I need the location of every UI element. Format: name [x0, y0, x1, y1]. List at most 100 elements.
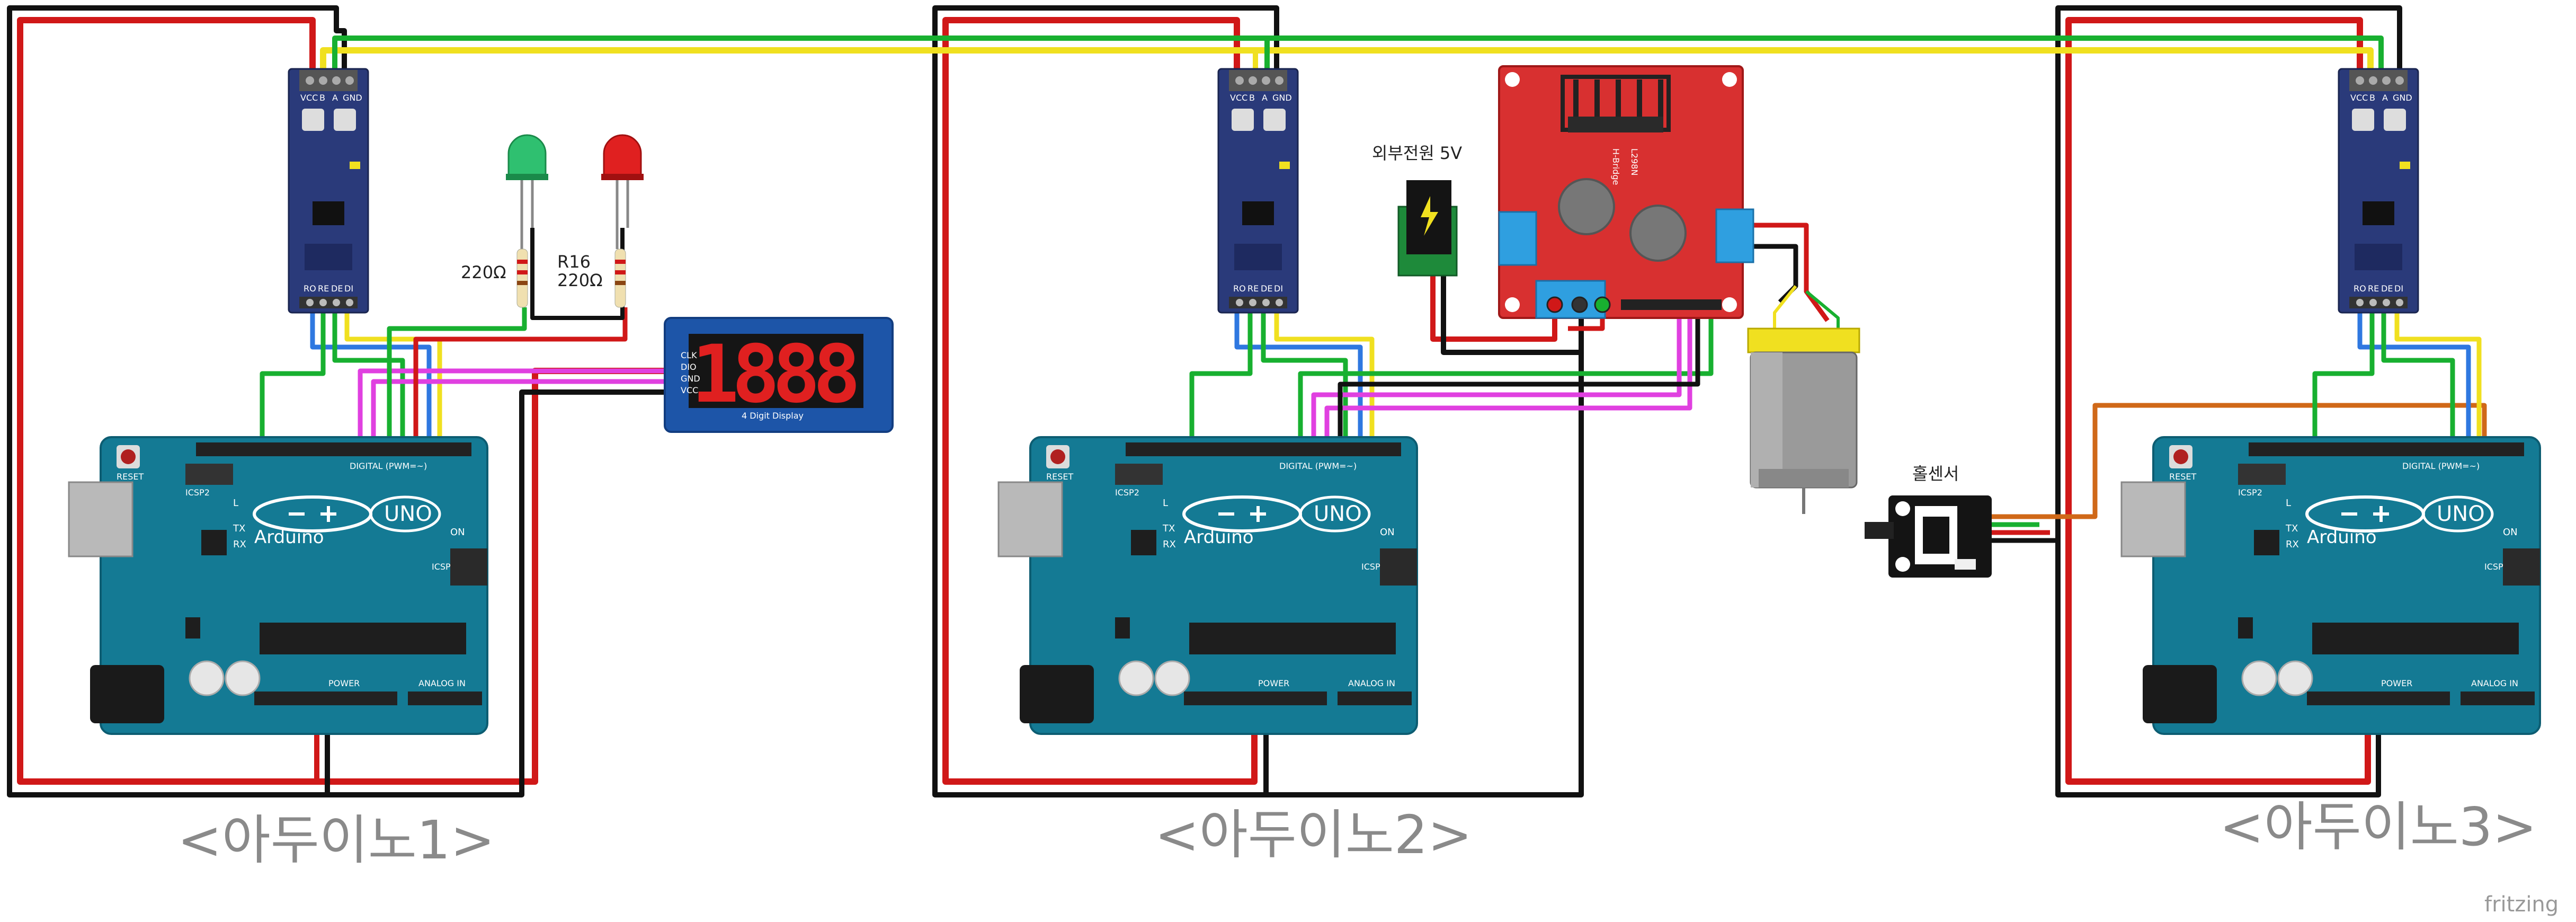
rs485-pin-b: B: [2369, 93, 2375, 103]
arduino-l-label: L: [2286, 498, 2291, 509]
red-resistor-name: R16: [557, 252, 591, 272]
wire-green-bus: [332, 36, 2384, 72]
fritzing-watermark: fritzing: [2484, 892, 2559, 917]
rs485-pin-a: A: [1262, 93, 1268, 103]
red-led: [601, 134, 644, 249]
arduino-l-label: L: [1163, 498, 1168, 509]
arduino-tx-label: TX: [2285, 523, 2298, 534]
rs485-pin-a: A: [332, 93, 338, 103]
wire-red-a2-frame: [942, 17, 1258, 785]
wire-magenta-a1-clk: [358, 368, 689, 440]
arduino-analog-label: ANALOG IN: [1348, 678, 1395, 688]
arduino-on-label: ON: [2503, 527, 2518, 538]
wire-yellow-a2-di: [1274, 310, 1375, 440]
rs485-pin-re: RE: [1247, 283, 1259, 294]
l298n-motor-driver: L298N H-Bridge: [1498, 65, 1754, 319]
red-resistor-value: 220Ω: [557, 270, 603, 290]
green-resistor-value: 220Ω: [461, 262, 506, 282]
arduino-power-label: POWER: [328, 678, 360, 688]
arduino-brand-label: Arduino: [2307, 527, 2377, 548]
rs485-module-3: VCC B A GND RO RE DE DI: [2338, 68, 2419, 314]
rs485-pin-vcc: VCC: [1230, 93, 1247, 103]
rs485-module-1: VCC B A GND RO RE DE DI: [288, 68, 369, 314]
rs485-pin-de: DE: [2381, 283, 2393, 294]
arduino-reset-label: RESET: [2169, 472, 2196, 482]
arduino-icsp2-label: ICSP2: [1115, 487, 1139, 498]
wire-yellow-motor: [1773, 285, 1797, 331]
caption-arduino-2: <아두이노2>: [1155, 804, 1472, 866]
display-title: 4 Digit Display: [742, 411, 804, 421]
arduino-l-label: L: [233, 498, 238, 509]
l298n-title: L298N: [1629, 148, 1639, 175]
wire-blue-a1: [310, 310, 432, 440]
arduino-model-label: UNO: [384, 502, 432, 526]
arduino-icsp2-label: ICSP2: [2238, 487, 2262, 498]
rs485-pin-ro: RO: [2354, 283, 2366, 294]
rs485-pin-di: DI: [344, 283, 353, 294]
arduino-icsp-label: ICSP: [2484, 562, 2503, 572]
rs485-pin-gnd: GND: [1272, 93, 1292, 103]
arduino-digital-label: DIGITAL (PWM=~): [350, 461, 427, 471]
green-led: [506, 134, 548, 249]
display-pin-vcc: VCC: [681, 385, 698, 395]
arduino-model-label: UNO: [1314, 502, 1362, 526]
wire-black-a2-in3: [1338, 307, 1700, 440]
arduino-tx-label: TX: [233, 523, 245, 534]
arduino-reset-label: RESET: [1046, 472, 1073, 482]
rs485-pin-re: RE: [2368, 283, 2379, 294]
arduino-analog-label: ANALOG IN: [2471, 678, 2518, 688]
rs485-module-2: VCC B A GND RO RE DE DI: [1217, 68, 1299, 314]
rs485-pin-gnd: GND: [343, 93, 362, 103]
arduino-icsp2-label: ICSP2: [185, 487, 210, 498]
l298n-subtitle: H-Bridge: [1611, 148, 1621, 185]
wire-black-a3-frame: [2055, 5, 2402, 797]
hall-sensor-module: [1865, 495, 1992, 578]
rs485-pin-de: DE: [1261, 283, 1272, 294]
arduino-rx-label: RX: [233, 539, 246, 550]
wire-red-a3-frame: [2065, 17, 2371, 785]
lightning-icon: [1421, 196, 1438, 236]
hall-sensor-label: 홀센서: [1912, 464, 1959, 484]
wire-green-a3-re: [2381, 310, 2455, 440]
arduino-on-label: ON: [450, 527, 465, 538]
rs485-pin-di: DI: [1274, 283, 1283, 294]
caption-arduino-1: <아두이노1>: [177, 809, 495, 871]
red-led-resistor: [614, 249, 626, 308]
arduino-analog-label: ANALOG IN: [418, 678, 466, 688]
wire-green-a1-led: [387, 307, 527, 440]
display-pin-dio: DIO: [681, 362, 697, 372]
arduino-power-label: POWER: [1258, 678, 1289, 688]
wire-magenta-a2-in2: [1324, 307, 1692, 440]
green-led-resistor: [516, 249, 528, 308]
rs485-pin-a: A: [2382, 93, 2388, 103]
caption-arduino-3: <아두이노3>: [2220, 796, 2537, 858]
display-pin-gnd: GND: [681, 374, 700, 384]
rs485-pin-ro: RO: [304, 283, 316, 294]
rs485-pin-de: DE: [331, 283, 343, 294]
wire-green-a2-de: [1189, 310, 1253, 440]
wire-black-a1-frame: [7, 5, 689, 797]
arduino-model-label: UNO: [2437, 502, 2485, 526]
wire-yellow-a3: [2394, 310, 2482, 440]
rs485-pin-vcc: VCC: [300, 93, 318, 103]
wire-magenta-a1-dio: [371, 379, 689, 440]
external-power-label: 외부전원 5V: [1372, 143, 1462, 163]
arduino-power-label: POWER: [2381, 678, 2412, 688]
wire-blue-a3: [2357, 310, 2471, 440]
rs485-pin-vcc: VCC: [2350, 93, 2368, 103]
wire-green-a2-ena: [1298, 307, 1714, 440]
wire-green-a2-re: [1261, 310, 1348, 440]
arduino-digital-label: DIGITAL (PWM=~): [2402, 461, 2480, 471]
wire-yellow-a1: [344, 310, 442, 440]
arduino-rx-label: RX: [2286, 539, 2299, 550]
rs485-pin-re: RE: [318, 283, 329, 294]
arduino-brand-label: Arduino: [1184, 527, 1254, 548]
arduino-reset-label: RESET: [117, 472, 144, 482]
arduino-board-3: Arduino UNO RESET ICSP2 DIGITAL (PWM=~) …: [2122, 437, 2540, 734]
arduino-rx-label: RX: [1163, 539, 1176, 550]
wire-red-ext-power: [1430, 276, 1557, 342]
dc-motor: [1747, 327, 1860, 514]
rs485-pin-b: B: [1249, 93, 1255, 103]
rs485-pin-b: B: [319, 93, 325, 103]
